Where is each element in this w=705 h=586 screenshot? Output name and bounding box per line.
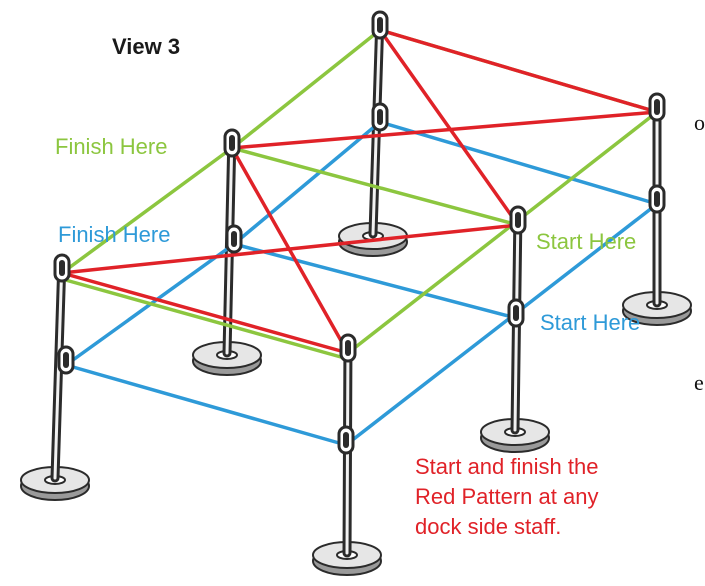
top-clip-front-inner xyxy=(345,340,351,356)
green-rope-3 xyxy=(346,110,659,355)
green-rope-2 xyxy=(60,277,350,361)
top-clip-mid-right-inner xyxy=(515,212,521,228)
lower-clip-front-left-inner xyxy=(63,352,69,368)
red-note-line-1: Start and finish the xyxy=(415,454,599,479)
lower-clip-back-right-inner xyxy=(654,191,660,207)
edge-glyph-e: e xyxy=(694,370,704,395)
lower-clip-back-left-inner xyxy=(231,231,237,247)
red-note-line-2: Red Pattern at any xyxy=(415,484,599,509)
lower-clip-front-inner xyxy=(343,432,349,448)
blue-rope-2 xyxy=(64,363,348,447)
blue-rope-5 xyxy=(232,120,382,246)
blue-rope-6 xyxy=(232,242,518,320)
blue-start-label: Start Here xyxy=(540,310,641,335)
red-rope-5 xyxy=(60,271,350,355)
top-clip-back-right-inner xyxy=(654,99,660,115)
red-rope-3 xyxy=(230,110,659,150)
blue-finish-label: Finish Here xyxy=(58,222,171,247)
blue-rope-3 xyxy=(344,202,659,447)
top-clip-back-left-inner xyxy=(229,135,235,151)
top-clip-front-left-inner xyxy=(59,260,65,276)
green-start-label: Start Here xyxy=(536,229,637,254)
red-rope-2 xyxy=(378,28,520,227)
lower-clip-back-inner xyxy=(377,109,383,125)
red-rope-1 xyxy=(378,28,659,114)
blue-rope-4 xyxy=(378,120,659,206)
green-rope-6 xyxy=(230,146,520,227)
edge-glyph-o: o xyxy=(694,110,705,135)
top-clip-back-inner xyxy=(377,17,383,33)
green-rope-1 xyxy=(60,146,234,275)
view-title: View 3 xyxy=(112,34,181,59)
red-rope-6 xyxy=(60,223,520,275)
red-note-line-3: dock side staff. xyxy=(415,514,562,539)
green-finish-label: Finish Here xyxy=(55,134,168,159)
lower-clip-mid-right-inner xyxy=(513,305,519,321)
green-rope-5 xyxy=(230,28,382,150)
